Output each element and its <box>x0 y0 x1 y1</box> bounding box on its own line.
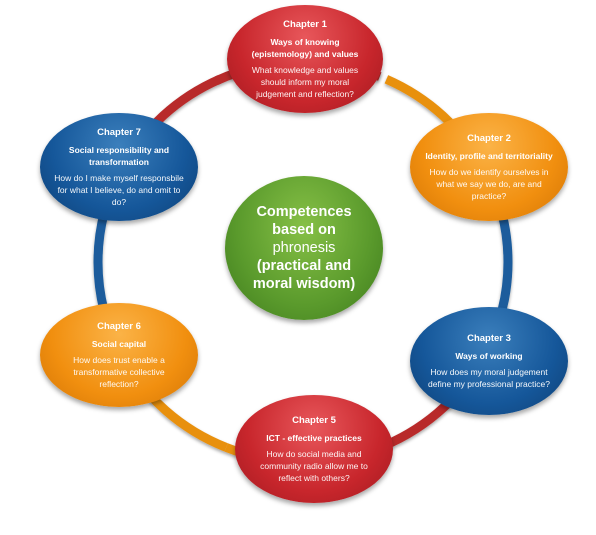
chapter-5-question: How do social media and community radio … <box>260 448 368 483</box>
chapter-5-title: Chapter 5 <box>292 414 336 426</box>
center-line-1: Competences <box>256 204 352 220</box>
chapter-1-subtitle: Ways of knowing (epistemology) and value… <box>251 36 359 59</box>
chapter-6-question: How does trust enable a transformative c… <box>73 354 165 389</box>
chapter-7-question: How do I make myself responsbile for wha… <box>54 172 184 207</box>
chapter-1-title: Chapter 1 <box>283 18 327 30</box>
center-line-5: moral wisdom) <box>252 276 356 292</box>
center-line-2: based on <box>272 222 336 238</box>
chapter-2-subtitle: Identity, profile and territoriality <box>425 150 553 161</box>
chapter-2-node: Chapter 2 Identity, profile and territor… <box>410 113 568 221</box>
chapter-3-title: Chapter 3 <box>467 332 511 344</box>
chapter-7-node: Chapter 7 Social responsibility and tran… <box>40 113 198 221</box>
chapter-1-node: Chapter 1 Ways of knowing (epistemology)… <box>227 5 383 113</box>
chapter-6-title: Chapter 6 <box>97 320 141 332</box>
chapter-7-subtitle: Social responsibility and transformation <box>68 144 170 167</box>
chapter-6-node: Chapter 6 Social capital How does trust … <box>40 303 198 407</box>
center-line-3: phronesis <box>272 240 336 256</box>
chapter-3-question: How does my moral judgement define my pr… <box>428 366 550 389</box>
chapter-7-title: Chapter 7 <box>97 126 141 138</box>
chapter-2-question: How do we identify ourselves in what we … <box>429 166 549 201</box>
chapter-3-node: Chapter 3 Ways of working How does my mo… <box>410 307 568 415</box>
chapter-5-node: Chapter 5 ICT - effective practices How … <box>235 395 393 503</box>
chapter-3-subtitle: Ways of working <box>455 350 523 361</box>
chapter-1-question: What knowledge and values should inform … <box>251 64 359 99</box>
chapter-2-title: Chapter 2 <box>467 132 511 144</box>
center-node: Competences based on phronesis (practica… <box>225 176 383 320</box>
chapter-5-subtitle: ICT - effective practices <box>266 432 362 443</box>
chapter-6-subtitle: Social capital <box>91 338 147 349</box>
center-line-4: (practical and <box>256 258 352 274</box>
